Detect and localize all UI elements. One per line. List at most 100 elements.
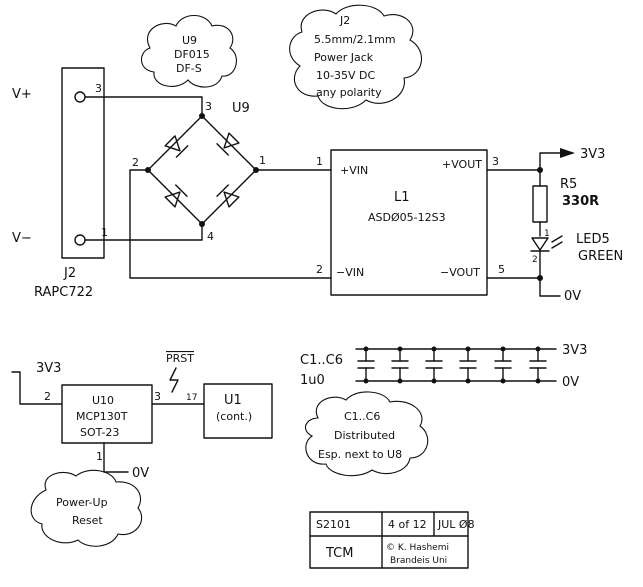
- u1-pin: 17: [186, 393, 197, 403]
- jack-note-line-5: any polarity: [316, 86, 382, 99]
- title-block-org: Brandeis Uni: [390, 556, 447, 566]
- connector-pin-bottom: 1: [101, 226, 108, 239]
- connector-ref: J2: [63, 266, 76, 281]
- title-block: S2101 4 of 12 JUL Ø8 TCM © K. Hashemi Br…: [309, 511, 475, 569]
- bridge-arm-lower-left: [147, 169, 203, 225]
- decoupling-note-line-2: Distributed: [334, 429, 395, 442]
- resistor-ref: R5: [560, 177, 577, 192]
- decoupling-note-line-1: C1..C6: [344, 410, 380, 423]
- led-emission-arrow-2: [551, 241, 563, 249]
- decoupling-refs: C1..C6: [300, 353, 343, 368]
- connector-terminal-bottom: [74, 234, 86, 246]
- jack-note-line-4: 10-35V DC: [316, 69, 375, 82]
- bridge-rectifier: 3 2 1 4 U9: [84, 96, 266, 243]
- title-block-frame: [309, 511, 469, 569]
- bridge-note-line-3: DF-S: [176, 62, 202, 75]
- title-block-author: © K. Hashemi: [386, 543, 449, 553]
- converter-pin2-label: −VIN: [336, 266, 364, 279]
- u1-note: (cont.): [216, 410, 252, 423]
- u1-body: [203, 383, 273, 439]
- jack-note-line-1: J2: [339, 14, 350, 27]
- decoupling-ground-label: 0V: [562, 375, 579, 390]
- bridge-pin-bottom: 4: [207, 230, 214, 243]
- led-color: GREEN: [578, 249, 623, 264]
- connector-part: RAPC722: [34, 285, 93, 300]
- decoupling-rail-label: 3V3: [562, 343, 587, 358]
- reset-chip-body: [61, 384, 153, 444]
- reset-note-line-1: Power-Up: [56, 496, 108, 509]
- bridge-arm-lower-right: [201, 169, 257, 225]
- wire-vout-plus: [486, 152, 561, 171]
- capacitor-4: [459, 346, 477, 384]
- jack-note-line-3: Power Jack: [314, 51, 374, 64]
- bridge-pin-right: 1: [259, 154, 266, 167]
- led-pin2: 2: [532, 255, 538, 265]
- bridge-node-bottom: [199, 221, 205, 227]
- wire-vin-minus: [129, 169, 332, 279]
- bridge-note-cloud: U9 DF015 DF-S: [140, 14, 237, 88]
- converter-pin1-num: 1: [316, 155, 323, 168]
- jack-note-line-2: 5.5mm/2.1mm: [314, 33, 396, 46]
- converter-ref: L1: [394, 190, 410, 205]
- capacitor-2: [391, 346, 409, 384]
- connector-body: [61, 67, 105, 259]
- bridge-ref: U9: [232, 101, 250, 116]
- converter-pin3-num: 3: [492, 155, 499, 168]
- capacitor-6: [529, 346, 547, 384]
- converter-part: ASDØ05-12S3: [368, 211, 446, 224]
- u1-ref: U1: [224, 393, 242, 408]
- title-block-project: S2101: [316, 518, 351, 531]
- converter-pin5-label: −VOUT: [440, 266, 480, 279]
- bridge-note-line-1: U9: [182, 34, 197, 47]
- reset-part: MCP130T: [76, 410, 128, 423]
- decoupling-note-line-3: Esp. next to U8: [318, 448, 402, 461]
- converter-pin3-label: +VOUT: [442, 158, 482, 171]
- jack-note-cloud: J2 5.5mm/2.1mm Power Jack 10-35V DC any …: [289, 4, 423, 110]
- dc-dc-converter: 1 +VIN 2 −VIN 3 +VOUT 5 −VOUT L1 ASDØ05-…: [129, 149, 505, 296]
- reset-supervisor: 3V3 2 U10 MCP130T SOT-23 3 PRST 17 U1 (c…: [11, 352, 273, 481]
- reset-note-cloud: Power-Up Reset: [30, 469, 143, 547]
- capacitor-1: [357, 346, 375, 384]
- wire-vplus: [84, 96, 203, 117]
- output-section: 3V3 R5 330R 1 2 LED5 GREEN 0V: [486, 147, 623, 304]
- vminus-label: V−: [12, 231, 32, 246]
- capacitor-3: [425, 346, 443, 384]
- led-emission-arrow-1: [551, 235, 563, 243]
- converter-pin1-label: +VIN: [340, 164, 368, 177]
- bridge-note-line-2: DF015: [174, 48, 210, 61]
- node-ground: [537, 275, 543, 281]
- capacitor-5: [494, 346, 512, 384]
- connector-pin-top: 3: [95, 82, 102, 95]
- led5: [530, 235, 563, 252]
- wire-vminus: [84, 223, 203, 241]
- reset-note-line-2: Reset: [72, 514, 103, 527]
- power-input-connector: V+ V− 3 1 J2 RAPC722: [12, 67, 108, 300]
- bridge-pin-left: 2: [132, 156, 139, 169]
- decoupling-value: 1u0: [300, 373, 325, 388]
- rail-3v3-label: 3V3: [580, 147, 605, 162]
- bridge-arm-upper-left: [147, 115, 203, 171]
- decoupling-capacitors: C1..C6 1u0 3V3 0V: [300, 343, 587, 390]
- converter-body: [330, 149, 488, 296]
- bridge-arm-upper-right: [201, 115, 257, 171]
- reset-ref: U10: [92, 394, 114, 407]
- resistor-r5: [532, 185, 548, 223]
- title-block-sheet: 4 of 12: [388, 518, 427, 531]
- vplus-label: V+: [12, 87, 32, 102]
- capacitor-array: [357, 346, 547, 384]
- reset-rail-label: 3V3: [36, 361, 61, 376]
- bridge-node-top: [199, 113, 205, 119]
- resistor-value: 330R: [562, 194, 599, 209]
- led-pin1: 1: [544, 229, 550, 239]
- diode-lower-right: [216, 184, 240, 208]
- diode-upper-right: [216, 132, 240, 156]
- rail-3v3-arrow: [560, 148, 575, 158]
- diode-upper-left: [164, 135, 189, 158]
- reset-pin2: 2: [44, 390, 51, 403]
- reset-pin3: 3: [154, 390, 161, 403]
- wire-reset-3v3: [11, 371, 63, 405]
- reset-ground-label: 0V: [132, 466, 149, 481]
- reset-signal-arrow: [169, 367, 179, 393]
- decoupling-note-cloud: C1..C6 Distributed Esp. next to U8: [304, 391, 429, 477]
